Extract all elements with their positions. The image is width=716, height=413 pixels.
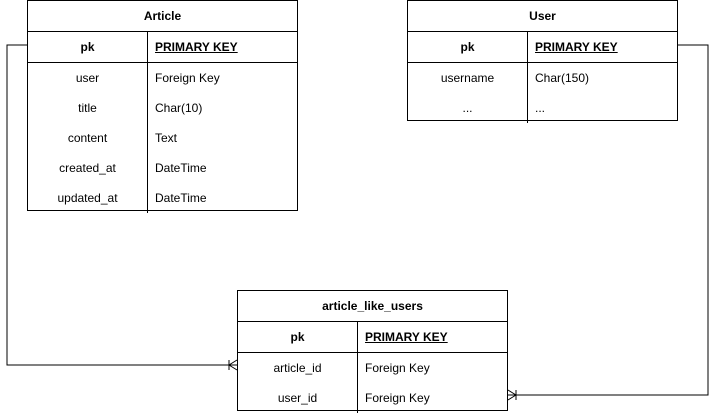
field-row: user_id Foreign Key <box>238 383 507 413</box>
field-key: content <box>28 123 148 153</box>
field-row: ... ... <box>408 93 677 123</box>
entity-title: article_like_users <box>238 291 507 322</box>
field-type: Foreign Key <box>155 71 220 85</box>
relationship-user-like-users[interactable] <box>507 44 709 401</box>
field-row: username Char(150) <box>408 63 677 93</box>
field-type: PRIMARY KEY <box>155 40 238 54</box>
entity-article[interactable]: Article pk PRIMARY KEY user Foreign Key … <box>27 0 298 213</box>
primary-key-row: pk PRIMARY KEY <box>408 32 677 63</box>
field-type: DateTime <box>155 191 207 205</box>
crows-foot-icon <box>228 359 238 371</box>
field-key: pk <box>28 32 148 62</box>
field-type: DateTime <box>155 161 207 175</box>
crows-foot-icon <box>507 389 517 401</box>
field-type: Char(150) <box>535 71 590 85</box>
primary-key-row: pk PRIMARY KEY <box>238 322 507 353</box>
entity-article-like-users[interactable]: article_like_users pk PRIMARY KEY articl… <box>237 290 508 413</box>
field-type: Foreign Key <box>365 391 430 405</box>
field-row: article_id Foreign Key <box>238 353 507 383</box>
field-key: updated_at <box>28 183 148 213</box>
relationship-article-like-users[interactable] <box>6 44 238 371</box>
entity-user[interactable]: User pk PRIMARY KEY username Char(150) .… <box>407 0 678 123</box>
field-row: updated_at DateTime <box>28 183 297 213</box>
field-type: Foreign Key <box>365 361 430 375</box>
field-type: Text <box>155 131 178 145</box>
field-row: created_at DateTime <box>28 153 297 183</box>
field-key: article_id <box>238 353 358 383</box>
primary-key-row: pk PRIMARY KEY <box>28 32 297 63</box>
field-type: Char(10) <box>155 101 203 115</box>
field-key: user <box>28 63 148 93</box>
entity-title: Article <box>28 1 297 32</box>
field-type: ... <box>535 101 546 115</box>
field-key: ... <box>408 93 528 123</box>
field-key: pk <box>238 322 358 352</box>
field-key: pk <box>408 32 528 62</box>
field-type: PRIMARY KEY <box>535 40 618 54</box>
field-key: created_at <box>28 153 148 183</box>
field-key: user_id <box>238 383 358 413</box>
entity-title: User <box>408 1 677 32</box>
field-row: content Text <box>28 123 297 153</box>
field-type: PRIMARY KEY <box>365 330 448 344</box>
field-key: username <box>408 63 528 93</box>
field-row: user Foreign Key <box>28 63 297 93</box>
field-row: title Char(10) <box>28 93 297 123</box>
field-key: title <box>28 93 148 123</box>
